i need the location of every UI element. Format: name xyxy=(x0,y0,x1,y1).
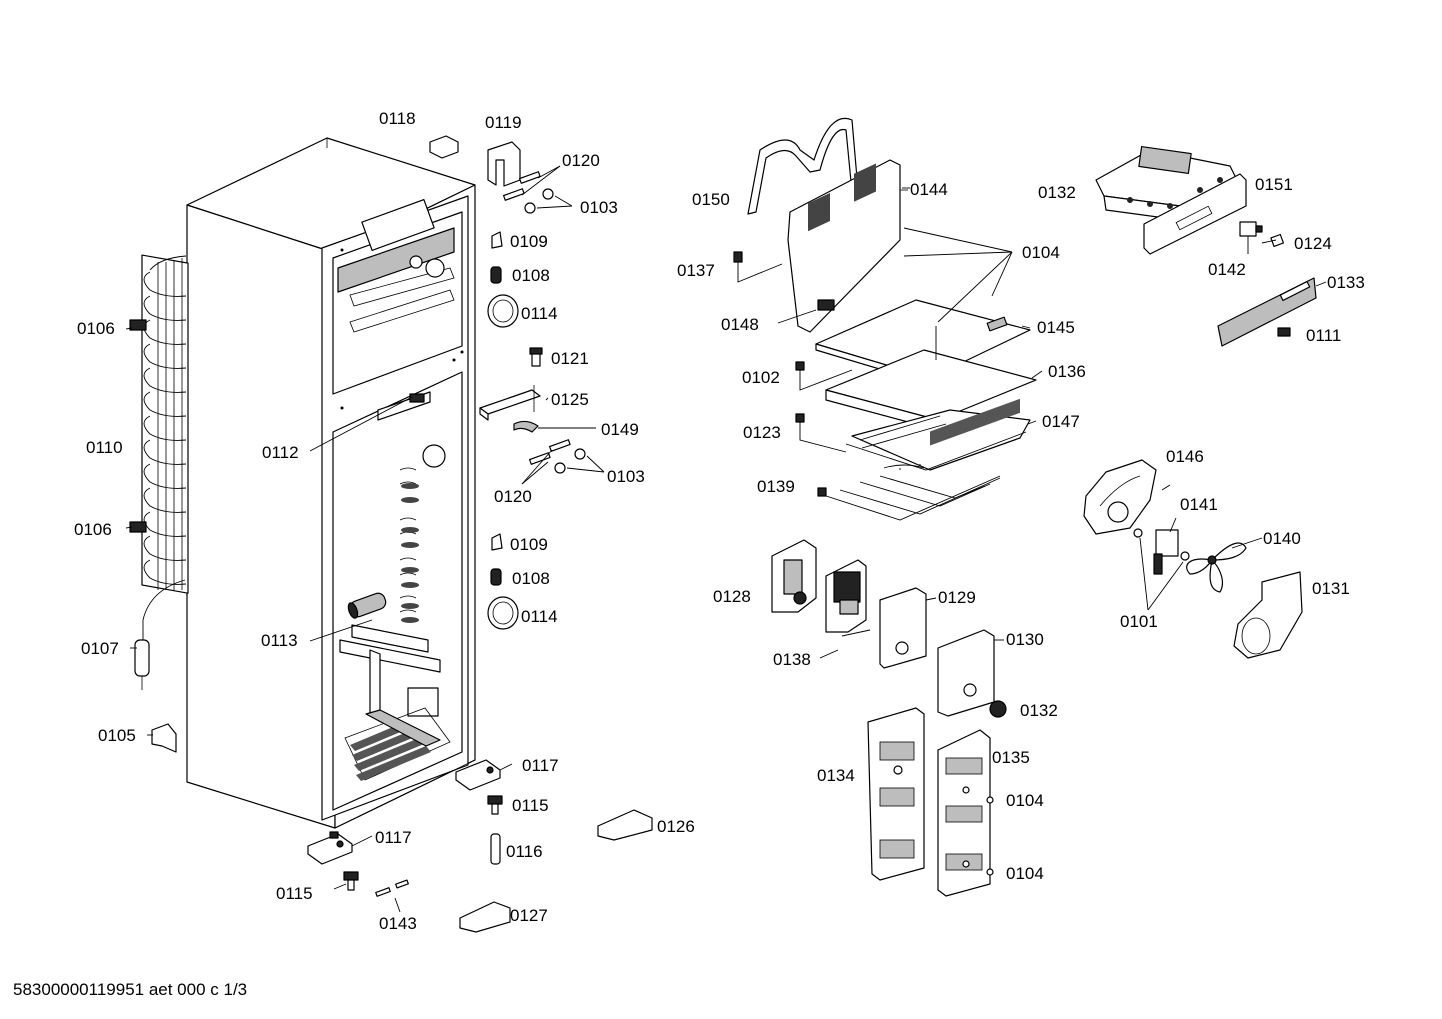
label-0120-b: 0120 xyxy=(494,487,532,506)
label-0114: 0114 xyxy=(521,304,558,323)
label-0124: 0124 xyxy=(1294,234,1332,253)
label-0146: 0146 xyxy=(1166,447,1204,466)
label-0123: 0123 xyxy=(743,423,781,442)
part-labels: 0118 0119 0120 0103 0109 0108 0114 0121 … xyxy=(74,109,1365,933)
label-0126: 0126 xyxy=(657,817,695,836)
label-0106: 0106 xyxy=(77,319,115,338)
label-0104-c: 0104 xyxy=(1006,864,1044,883)
label-0130: 0130 xyxy=(1006,630,1044,649)
label-0101: 0101 xyxy=(1120,612,1158,631)
drawing-code: 58300000119951 aet 000 c 1/3 xyxy=(13,980,248,999)
label-0148: 0148 xyxy=(721,315,759,334)
label-0144: 0144 xyxy=(910,180,948,199)
label-0137: 0137 xyxy=(677,261,715,280)
evaporator-assembly xyxy=(733,117,1037,521)
label-0119: 0119 xyxy=(485,113,522,132)
label-0149: 0149 xyxy=(601,420,639,439)
label-0105: 0105 xyxy=(98,726,136,745)
label-0120: 0120 xyxy=(562,151,600,170)
leader-lines-right xyxy=(1169,239,1327,549)
leader-lines-middle xyxy=(777,187,1171,491)
small-parts-left xyxy=(151,135,653,933)
label-0114-b: 0114 xyxy=(521,607,558,626)
label-0143: 0143 xyxy=(379,914,417,933)
label-0103: 0103 xyxy=(580,198,618,217)
label-0110: 0110 xyxy=(86,438,123,457)
label-0108-b: 0108 xyxy=(512,569,550,588)
label-0104: 0104 xyxy=(1022,243,1060,262)
lower-brackets xyxy=(771,539,1007,897)
label-0140: 0140 xyxy=(1263,529,1301,548)
label-0107: 0107 xyxy=(81,639,119,658)
label-0117: 0117 xyxy=(522,756,559,775)
label-0108: 0108 xyxy=(512,266,550,285)
label-0136: 0136 xyxy=(1048,362,1086,381)
label-0116: 0116 xyxy=(506,842,543,861)
label-0135: 0135 xyxy=(992,748,1030,767)
label-0118: 0118 xyxy=(379,109,416,128)
fridge-cabinet xyxy=(186,137,476,829)
label-0147: 0147 xyxy=(1042,412,1080,431)
label-0151: 0151 xyxy=(1255,175,1293,194)
label-0109: 0109 xyxy=(510,232,548,251)
label-0141: 0141 xyxy=(1180,495,1218,514)
label-0104-b: 0104 xyxy=(1006,791,1044,810)
label-0139: 0139 xyxy=(757,477,795,496)
label-0129: 0129 xyxy=(938,588,976,607)
label-0121: 0121 xyxy=(551,349,589,368)
label-0145: 0145 xyxy=(1037,318,1075,337)
label-0127: 0127 xyxy=(510,906,548,925)
label-0109-b: 0109 xyxy=(510,535,548,554)
label-0134: 0134 xyxy=(817,766,855,785)
label-0131: 0131 xyxy=(1312,579,1350,598)
leader-lines-left xyxy=(125,327,513,890)
control-and-fan xyxy=(1083,146,1317,659)
label-0132: 0132 xyxy=(1038,183,1076,202)
label-0111: 0111 xyxy=(1306,326,1341,345)
label-0106-b: 0106 xyxy=(74,520,112,539)
label-0103-b: 0103 xyxy=(607,467,645,486)
label-0132-b: 0132 xyxy=(1020,701,1058,720)
label-0133: 0133 xyxy=(1327,273,1365,292)
label-0102: 0102 xyxy=(742,368,780,387)
label-0115: 0115 xyxy=(512,796,549,815)
label-0115-b: 0115 xyxy=(276,884,313,903)
condenser-coil xyxy=(129,254,189,690)
label-0112: 0112 xyxy=(262,443,299,462)
exploded-parts-diagram: 0118 0119 0120 0103 0109 0108 0114 0121 … xyxy=(74,109,1365,933)
label-0125: 0125 xyxy=(551,390,589,409)
label-0142: 0142 xyxy=(1208,260,1246,279)
label-0117-b: 0117 xyxy=(375,828,412,847)
label-0128: 0128 xyxy=(713,587,751,606)
label-0113: 0113 xyxy=(261,631,298,650)
label-0138: 0138 xyxy=(773,650,811,669)
label-0150: 0150 xyxy=(692,190,730,209)
